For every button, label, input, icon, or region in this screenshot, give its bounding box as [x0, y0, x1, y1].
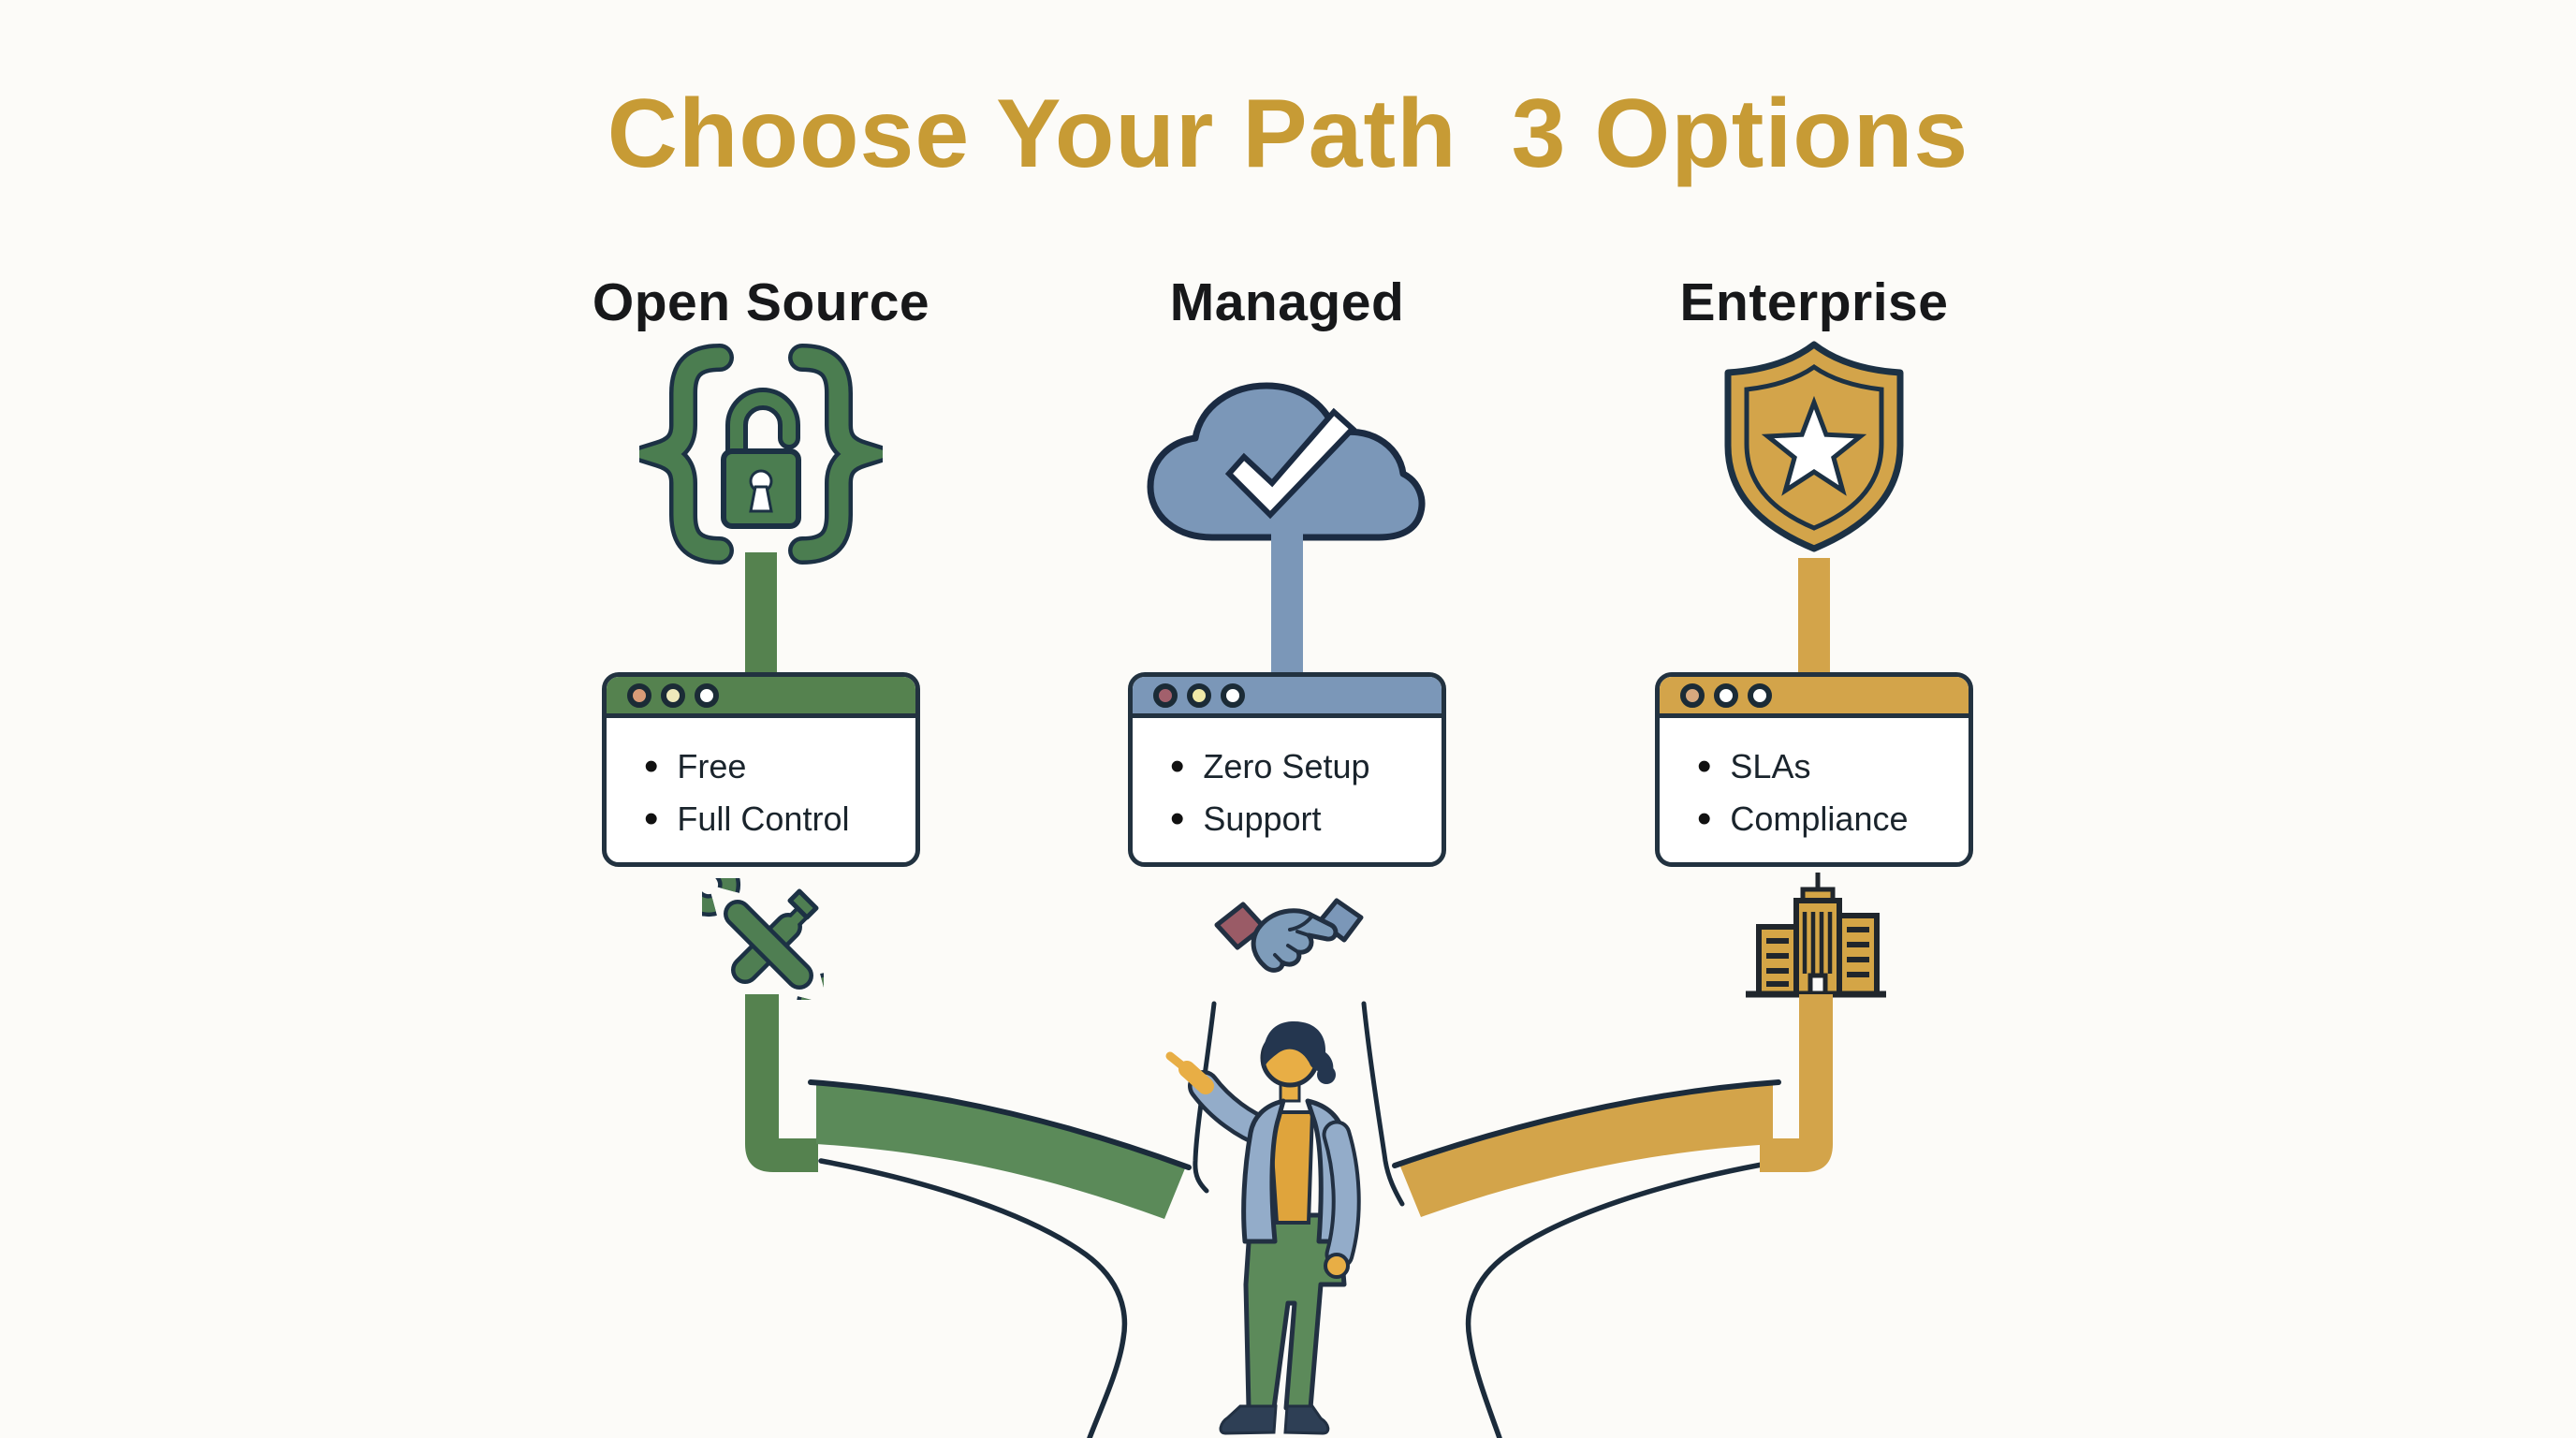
window-dot-icon: [695, 682, 719, 708]
connector-open-source: [745, 552, 777, 676]
bullet-item: SLAs: [1697, 741, 1969, 793]
outer-path-lines: [818, 1158, 1775, 1438]
card-body: Free Full Control: [607, 718, 915, 845]
card-body: SLAs Compliance: [1660, 718, 1969, 845]
building-icon: [1746, 873, 1886, 998]
bullet-list: Free Full Control: [644, 741, 915, 845]
window-dot-icon: [1680, 682, 1705, 708]
window-dot-icon: [1153, 682, 1178, 708]
bullet-list: Zero Setup Support: [1170, 741, 1442, 845]
heading-open-source: Open Source: [592, 272, 930, 332]
page-title: Choose Your Path 3 Options: [0, 79, 2576, 190]
window-dot-icon: [627, 682, 651, 708]
person-figure: [1165, 1020, 1361, 1435]
cloud-check-icon: [1147, 382, 1426, 541]
feature-card-open-source: Free Full Control: [602, 672, 920, 867]
connector-managed: [1271, 530, 1303, 676]
path-right-band: [1392, 994, 1833, 1217]
bullet-item: Full Control: [644, 793, 915, 845]
shield-star-icon: [1724, 341, 1904, 552]
path-left-band: [745, 994, 1192, 1219]
bullet-item: Free: [644, 741, 915, 793]
bullet-list: SLAs Compliance: [1697, 741, 1969, 845]
center-path-walls: [1193, 1001, 1405, 1207]
card-titlebar: [607, 677, 915, 718]
tools-icon: [702, 878, 824, 1000]
handshake-icon: [1214, 898, 1364, 973]
feature-card-enterprise: SLAs Compliance: [1655, 672, 1973, 867]
card-body: Zero Setup Support: [1133, 718, 1442, 845]
window-dot-icon: [1221, 682, 1245, 708]
heading-managed: Managed: [1169, 272, 1405, 332]
window-dot-icon: [1187, 682, 1211, 708]
page-title-suffix: 3 Options: [1511, 80, 1969, 188]
connector-enterprise: [1798, 558, 1830, 676]
bullet-item: Zero Setup: [1170, 741, 1442, 793]
page-title-main: Choose Your Path: [607, 80, 1457, 188]
card-titlebar: [1660, 677, 1969, 718]
window-dot-icon: [661, 682, 685, 708]
bullet-item: Compliance: [1697, 793, 1969, 845]
bullet-item: Support: [1170, 793, 1442, 845]
heading-enterprise: Enterprise: [1679, 272, 1949, 332]
code-lock-icon: [639, 344, 883, 565]
window-dot-icon: [1714, 682, 1738, 708]
feature-card-managed: Zero Setup Support: [1128, 672, 1446, 867]
window-dot-icon: [1748, 682, 1772, 708]
card-titlebar: [1133, 677, 1442, 718]
